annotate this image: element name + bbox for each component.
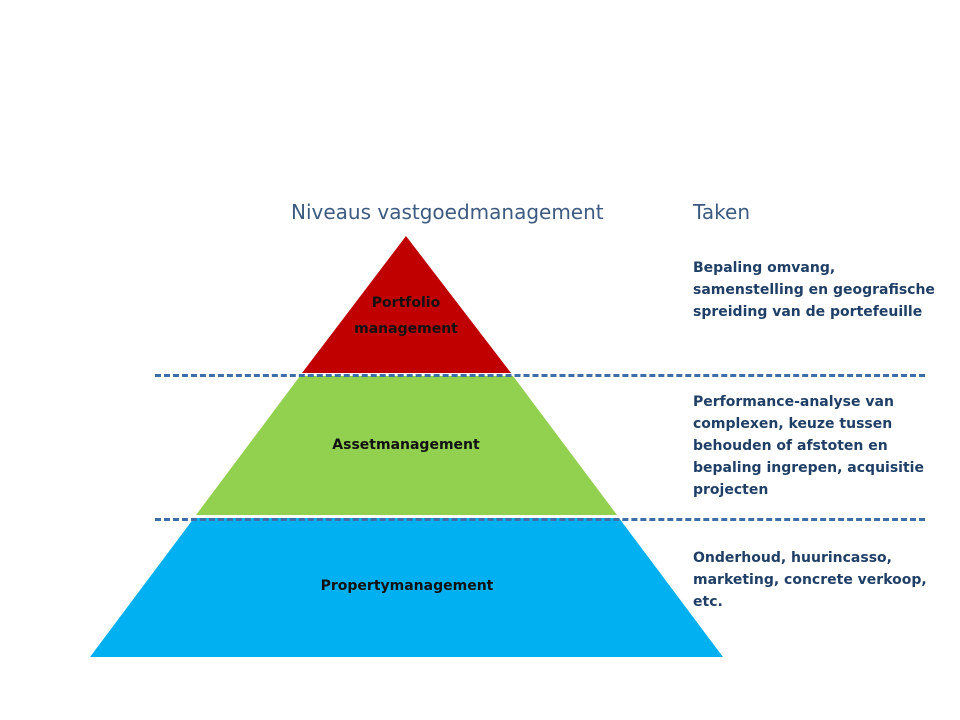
tasks-heading: Taken	[693, 200, 751, 224]
task-text-asset: Performance-analyse van complexen, keuze…	[693, 394, 924, 498]
level-label-portfolio: Portfolio management	[354, 295, 458, 337]
pyramid-level-asset	[196, 376, 617, 515]
level-label-property: Propertymanagement	[320, 578, 494, 594]
divider-line-top	[155, 374, 925, 377]
level-label-asset: Assetmanagement	[332, 437, 480, 453]
task-text-property: Onderhoud, huurincasso, marketing, concr…	[693, 550, 927, 610]
task-text-portfolio: Bepaling omvang, samenstelling en geogra…	[693, 260, 935, 320]
pyramid-level-property	[90, 518, 723, 657]
divider-line-bottom	[155, 518, 925, 521]
levels-heading: Niveaus vastgoedmanagement	[291, 200, 604, 224]
pyramid-level-portfolio	[302, 236, 511, 373]
